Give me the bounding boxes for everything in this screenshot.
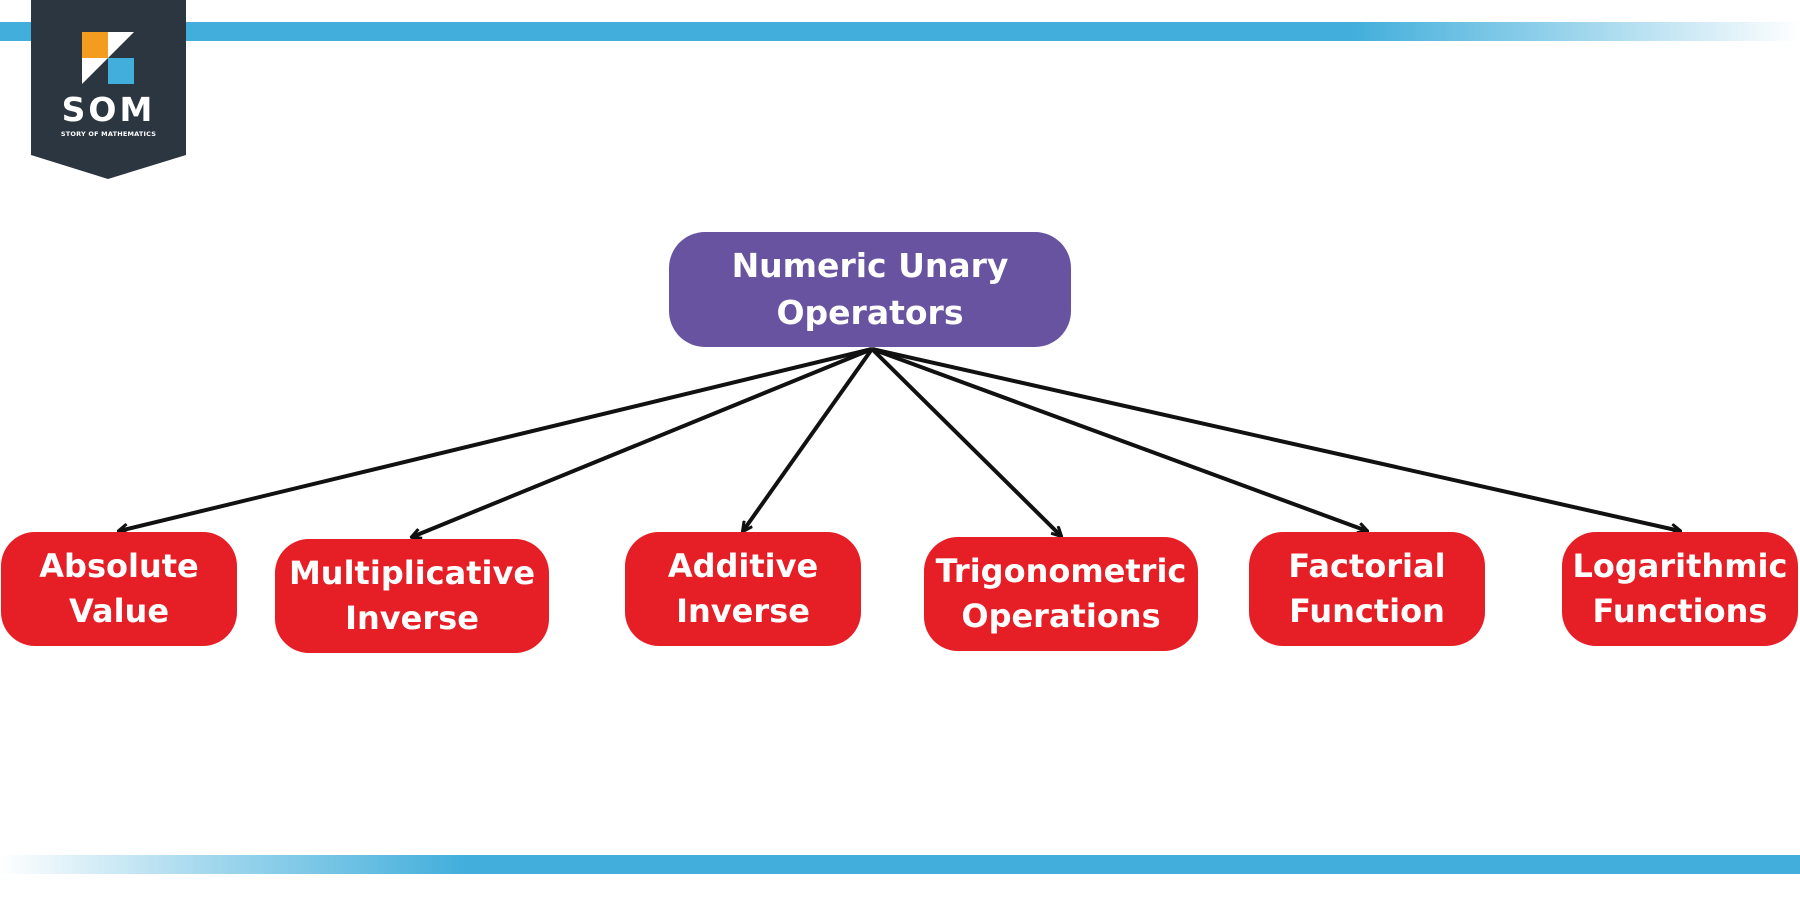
root-node: Numeric Unary Operators xyxy=(669,232,1071,347)
child-node-logarithmic-functions: Logarithmic Functions xyxy=(1562,532,1798,646)
logo-badge xyxy=(31,0,186,179)
logo-mark-icon xyxy=(82,32,134,84)
edge-additive-inverse xyxy=(743,347,874,531)
logo-text: SOM xyxy=(61,90,156,129)
edge-multiplicative-inverse xyxy=(412,347,873,537)
edge-trigonometric-operations xyxy=(870,347,1061,536)
som-logo: SOM STORY OF MATHEMATICS xyxy=(31,0,186,179)
child-node-absolute-value: Absolute Value xyxy=(1,532,237,646)
top-stripe xyxy=(0,22,1800,41)
edge-factorial-function xyxy=(871,347,1367,531)
child-node-trigonometric-operations: Trigonometric Operations xyxy=(924,537,1198,651)
child-node-factorial-function: Factorial Function xyxy=(1249,532,1485,646)
edge-logarithmic-functions xyxy=(871,347,1680,531)
child-node-multiplicative-inverse: Multiplicative Inverse xyxy=(275,539,549,653)
logo-subtitle: STORY OF MATHEMATICS xyxy=(60,130,157,138)
child-node-additive-inverse: Additive Inverse xyxy=(625,532,861,646)
bottom-stripe xyxy=(0,855,1800,874)
edge-absolute-value xyxy=(119,347,873,531)
